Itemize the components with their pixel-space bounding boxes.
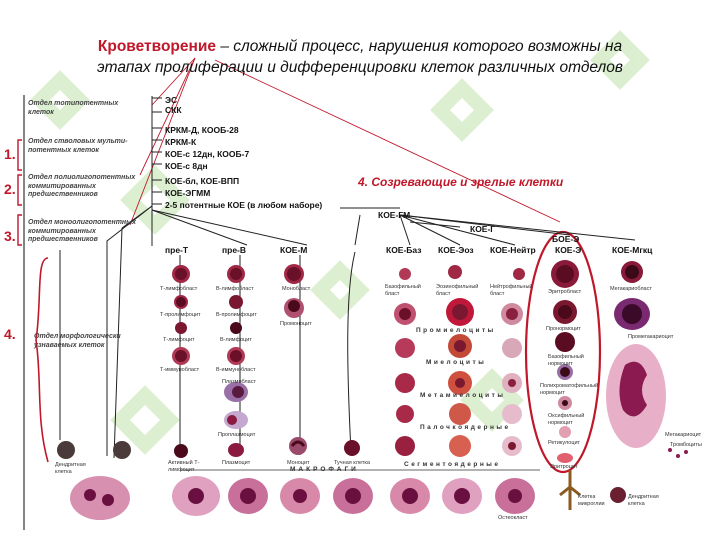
- dept-2-number: 2.: [4, 181, 16, 197]
- caption-microglia: Клетка микроглии: [578, 494, 605, 507]
- caption-promegakaryocyte: Промегакариоцит: [628, 334, 674, 340]
- caption-reticulocyte: Ретикулоцит: [548, 440, 581, 446]
- caption-t-lymphoblast: Т-лимфобласт: [160, 286, 198, 292]
- t-lineage-cells: [172, 265, 190, 458]
- dept-3-number: 3.: [4, 228, 16, 244]
- row-metamyelocytes: Метамиелоциты: [420, 392, 506, 399]
- row-segmented: Сегментоядерные: [404, 461, 501, 468]
- dept-morph-label: Отдел морфологически узнаваемых клеток: [34, 333, 121, 349]
- cfu-koe-s12: КОЕ-с 12дн, КООБ-7: [165, 149, 250, 159]
- lineage-pre-b: пре-В: [222, 245, 247, 255]
- caption-b-lymphoblast: В-лимфобласт: [216, 286, 254, 292]
- dept-totipotent-label: Отдел тотипотентных клеток: [28, 100, 119, 116]
- cfu-koe-egmm: КОЕ-ЭГММ: [165, 188, 211, 198]
- misc-cells: [57, 441, 626, 510]
- cfu-group-2: КОЕ-бл, КОЕ-ВПП КОЕ-ЭГММ 2-5 потентные К…: [165, 175, 322, 211]
- caption-megakaryocyte: Мегакариоцит: [665, 432, 702, 438]
- b-lineage-cells: [224, 265, 248, 457]
- row-band: Палочкоядерные: [420, 424, 511, 431]
- lineage-koe-neitr: КОЕ-Нейтр: [490, 245, 536, 255]
- caption-monocyte: Моноцит: [287, 460, 310, 466]
- caption-dendritic: Дендритная клетка: [55, 462, 86, 475]
- caption-dendritic-2: Дендритная клетка: [628, 494, 659, 507]
- lineage-boe-e: БОЕ-Э: [552, 234, 580, 244]
- caption-pronormocyte: Пронормоцит: [546, 326, 581, 332]
- caption-t-prolymphocyte: Т-пролимфоцит: [160, 312, 201, 318]
- granulocyte-cells: [394, 265, 525, 457]
- caption-erythroblast: Эритробласт: [548, 289, 582, 295]
- caption-t-lymphocyte: Т-лимфоцит: [163, 337, 195, 343]
- lineage-koe-eoz: КОЕ-Эоз: [438, 245, 474, 255]
- macrophage-strip: [70, 469, 540, 520]
- dept-poly-label: Отдел полиолигопотентных коммитированных…: [28, 174, 136, 198]
- cfu-krkm-d: КРКМ-Д, КООБ-28: [165, 125, 239, 135]
- row-promyelocytes: Промиелоциты: [416, 327, 496, 334]
- caption-monoblast: Монобласт: [282, 286, 311, 292]
- lineage-koe-gm: КОЕ-ГМ: [378, 210, 411, 220]
- dept-stem-label: Отдел стволовых мульти-потентных клеток: [28, 138, 128, 154]
- caption-osteoclast: Остеокласт: [498, 515, 528, 521]
- megakaryocyte-cells: [606, 261, 688, 458]
- erythroid-cells: [551, 260, 579, 463]
- caption-promonocyte: Промоноцит: [280, 321, 312, 327]
- lineage-koe-baz: КОЕ-Баз: [386, 245, 422, 255]
- caption-thrombocytes: Тромбоциты: [670, 442, 702, 448]
- cfu-es: ЭС: [165, 95, 178, 105]
- caption-active-t: Активный Т-лимфоцит: [168, 460, 200, 473]
- lineage-pre-t: пре-Т: [165, 245, 189, 255]
- dept-4-number: 4.: [4, 326, 16, 342]
- caption-proplasmocyte: Проплазмоцит: [218, 432, 256, 438]
- lineage-koe-e: КОЕ-Э: [555, 245, 582, 255]
- caption-mast-cell: Тучная клетка: [334, 460, 370, 466]
- caption-basophil-blast: Базофильный бласт: [385, 284, 421, 297]
- title-highlight: Кроветворение: [97, 38, 217, 55]
- caption-b-lymphocyte: В-лимфоцит: [220, 337, 252, 343]
- caption-erythrocyte: Эритроцит: [550, 464, 578, 470]
- caption-plasmocyte: Плазмоцит: [222, 460, 251, 466]
- dept-mono-label: Отдел моноолигопотентных коммитированных…: [28, 219, 137, 243]
- row-macrophages: МАКРОФАГИ: [290, 466, 359, 473]
- cfu-koe-bl: КОЕ-бл, КОЕ-ВПП: [165, 176, 240, 186]
- title-line1: – сложный процесс, нарушения которого во…: [216, 38, 623, 55]
- mature-cells-label: 4. Созревающие и зрелые клетки: [358, 175, 564, 189]
- caption-plasmoblast: Плазмобласт: [222, 379, 256, 385]
- caption-baso-normocyte: Базофильный нормоцит: [548, 354, 584, 367]
- caption-poly-normocyte: Полихроматофильный нормоцит: [540, 383, 599, 396]
- lineage-koe-mgkc: КОЕ-Мгкц: [612, 245, 653, 255]
- title-line2: этапах пролиферации и дифференцировки кл…: [97, 59, 623, 76]
- mono-lineage-cells: [284, 264, 360, 456]
- cfu-koe-s8: КОЕ-с 8дн: [165, 161, 208, 171]
- row-myelocytes: Миелоциты: [426, 359, 487, 366]
- lineage-koe-m: КОЕ-М: [280, 245, 308, 255]
- lineage-koe-g: КОЕ-Г: [470, 224, 496, 234]
- caption-oxy-normocyte: Оксифильный нормоцит: [548, 413, 585, 426]
- caption-t-immunoblast: Т-иммунобласт: [160, 367, 200, 373]
- cfu-krkm-k: КРКМ-К: [165, 137, 197, 147]
- slide-title: Кроветворение – сложный процесс, нарушен…: [0, 36, 720, 78]
- cfu-group-0: ЭС СКК: [165, 95, 182, 115]
- cfu-skk: СКК: [165, 105, 182, 115]
- caption-b-prolymphocyte: В-пролимфоцит: [216, 312, 257, 318]
- caption-eosinophil-blast: Эозинофильный бласт: [436, 284, 479, 297]
- caption-neutrophil-blast: Нейтрофильный бласт: [490, 284, 533, 297]
- caption-b-immunoblast: В-иммунобласт: [216, 367, 256, 373]
- cfu-group-1: КРКМ-Д, КООБ-28 КРКМ-К КОЕ-с 12дн, КООБ-…: [165, 124, 249, 172]
- cfu-multipotent: 2-5 потентные КОЕ (в любом наборе): [165, 200, 323, 210]
- dept-1-number: 1.: [4, 146, 16, 162]
- caption-megakaryoblast: Мегакариобласт: [610, 286, 652, 292]
